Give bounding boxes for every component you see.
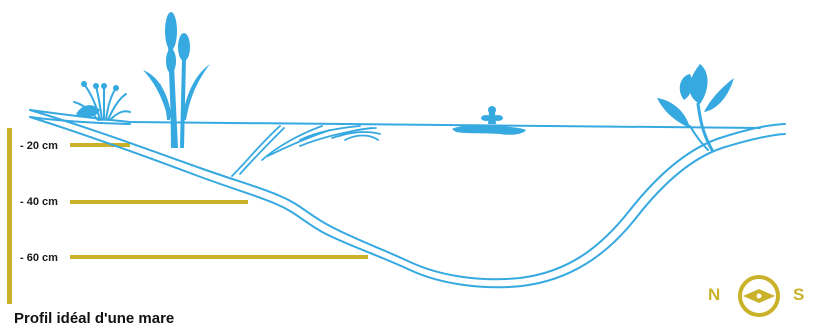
- depth-label-20: - 20 cm: [20, 140, 58, 152]
- compass-north-label: N: [708, 286, 720, 304]
- water-lily-icon: [452, 106, 526, 135]
- compass-icon: [740, 277, 778, 315]
- diagram-caption: Profil idéal d'une mare: [14, 310, 174, 328]
- depth-marker-line-60: [70, 255, 368, 259]
- reed-plant-icon: [143, 12, 210, 148]
- depth-label-60: - 60 cm: [20, 252, 58, 264]
- pond-bottom: [30, 110, 785, 287]
- depth-marker-line-40: [70, 200, 248, 204]
- depth-label-40: - 40 cm: [20, 196, 58, 208]
- submerged-vegetation: [232, 126, 380, 176]
- pond-profile-diagram: [0, 0, 813, 321]
- depth-scale-bar: [7, 128, 12, 304]
- water-surface: [30, 110, 760, 128]
- depth-marker-line-20: [70, 143, 130, 147]
- compass-south-label: S: [793, 286, 804, 304]
